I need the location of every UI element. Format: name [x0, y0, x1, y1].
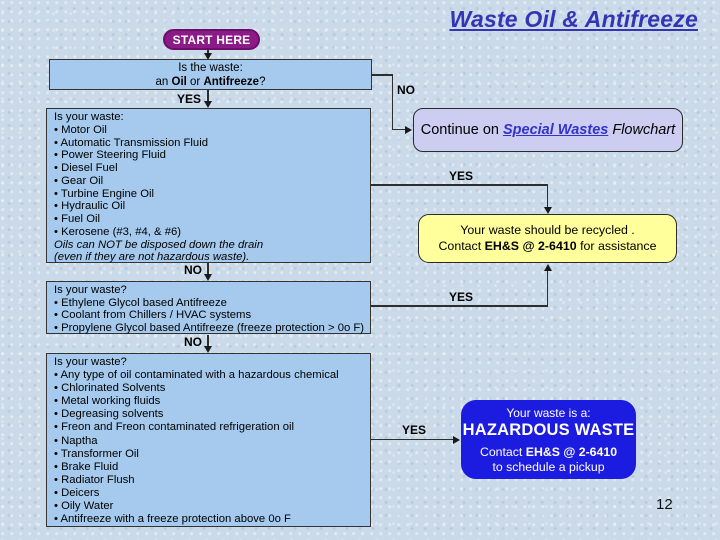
list-item: • Radiator Flush [54, 473, 135, 486]
yes-label: YES [177, 92, 202, 106]
recycle-result-node: Your waste should be recycled . Contact … [418, 214, 677, 263]
flow-line [371, 305, 548, 307]
list-item: • Degreasing solvents [54, 408, 164, 421]
list-item: • Motor Oil [54, 123, 107, 136]
list-item: • Kerosene (#3, #4, & #6) [54, 225, 182, 238]
page-number: 12 [656, 496, 673, 513]
recycle-line: Contact EH&S @ 2-6410 for assistance [438, 239, 657, 253]
list-box-oils: Is your waste: • Motor Oil • Automatic T… [46, 108, 371, 263]
arrow-down-icon [204, 101, 212, 108]
yes-label: YES [449, 169, 474, 183]
flow-line [391, 128, 407, 131]
box-header: Is your waste? [54, 356, 127, 368]
flow-line [371, 184, 548, 186]
flow-line [391, 74, 394, 130]
recycle-line: Your waste should be recycled . [460, 223, 635, 237]
flow-line [207, 90, 209, 102]
list-item: • Hydraulic Oil [54, 200, 126, 213]
question-line: an Oil or Antifreeze? [155, 76, 266, 88]
list-item: • Diesel Fuel [54, 162, 118, 174]
list-box-hazardous: Is your waste? • Any type of oil contami… [46, 353, 371, 527]
hazardous-result-node: Your waste is a: HAZARDOUS WASTE Contact… [461, 400, 636, 479]
flow-line [371, 438, 455, 441]
hazard-line: Contact EH&S @ 2-6410 [479, 445, 618, 459]
slide-title: Waste Oil & Antifreeze [449, 6, 698, 32]
list-item: • Oily Water [54, 500, 114, 513]
special-wastes-link[interactable]: Special Wastes [503, 122, 609, 138]
list-item: • Naptha [54, 434, 98, 447]
arrow-right-icon [453, 435, 460, 444]
continue-text-post: Flowchart [608, 122, 676, 138]
list-item: • Turbine Engine Oil [54, 187, 155, 200]
arrow-right-icon [405, 125, 412, 134]
list-item: • Coolant from Chillers / HVAC systems [54, 309, 252, 322]
flow-line [546, 270, 549, 306]
list-item: • Power Steering Fluid [54, 149, 166, 162]
no-label: NO [397, 83, 415, 97]
list-item: • Any type of oil contaminated with a ha… [54, 369, 339, 382]
list-item: • Chlorinated Solvents [54, 382, 166, 395]
flow-line [371, 74, 393, 76]
arrow-down-icon [204, 53, 212, 60]
note-line: (even if they are not hazardous waste). [54, 251, 250, 264]
arrow-up-icon [543, 264, 552, 271]
yes-label: YES [402, 423, 427, 437]
no-label: NO [184, 263, 202, 277]
no-label: NO [184, 335, 202, 349]
list-item: • Transformer Oil [54, 447, 139, 460]
flow-line [207, 263, 209, 275]
continue-special-wastes-node: Continue on Special Wastes Flowchart [413, 108, 683, 152]
list-item: • Fuel Oil [54, 213, 101, 225]
list-item: • Brake Fluid [54, 460, 119, 473]
list-item: • Ethylene Glycol based Antifreeze [54, 296, 227, 309]
question-box-waste-type: Is the waste: an Oil or Antifreeze? [49, 59, 372, 90]
flow-line [207, 335, 209, 347]
list-item: • Deicers [54, 486, 100, 499]
list-item: • Freon and Freon contaminated refrigera… [54, 421, 295, 434]
arrow-down-icon [204, 274, 212, 281]
list-item: • Antifreeze with a freeze protection ab… [54, 513, 291, 526]
box-header: Is your waste: [54, 111, 124, 123]
box-header: Is your waste? [54, 284, 127, 296]
hazard-line: HAZARDOUS WASTE [462, 421, 635, 439]
hazard-line: Your waste is a: [506, 406, 591, 420]
note-line: Oils can NOT be disposed down the drain [54, 238, 264, 251]
question-line: Is the waste: [178, 62, 243, 74]
hazard-line: to schedule a pickup [492, 460, 605, 474]
list-box-antifreeze: Is your waste? • Ethylene Glycol based A… [46, 281, 371, 334]
list-item: • Propylene Glycol based Antifreeze (fre… [54, 321, 365, 334]
start-here-node: START HERE [163, 29, 260, 50]
arrow-down-icon [543, 207, 552, 214]
start-here-label: START HERE [172, 32, 251, 47]
list-item: • Gear Oil [54, 174, 104, 187]
list-item: • Automatic Transmission Fluid [54, 136, 209, 149]
list-item: • Metal working fluids [54, 395, 161, 408]
arrow-down-icon [204, 346, 212, 353]
yes-label: YES [449, 290, 474, 304]
flow-line [546, 184, 549, 209]
continue-text-pre: Continue on [420, 122, 503, 138]
